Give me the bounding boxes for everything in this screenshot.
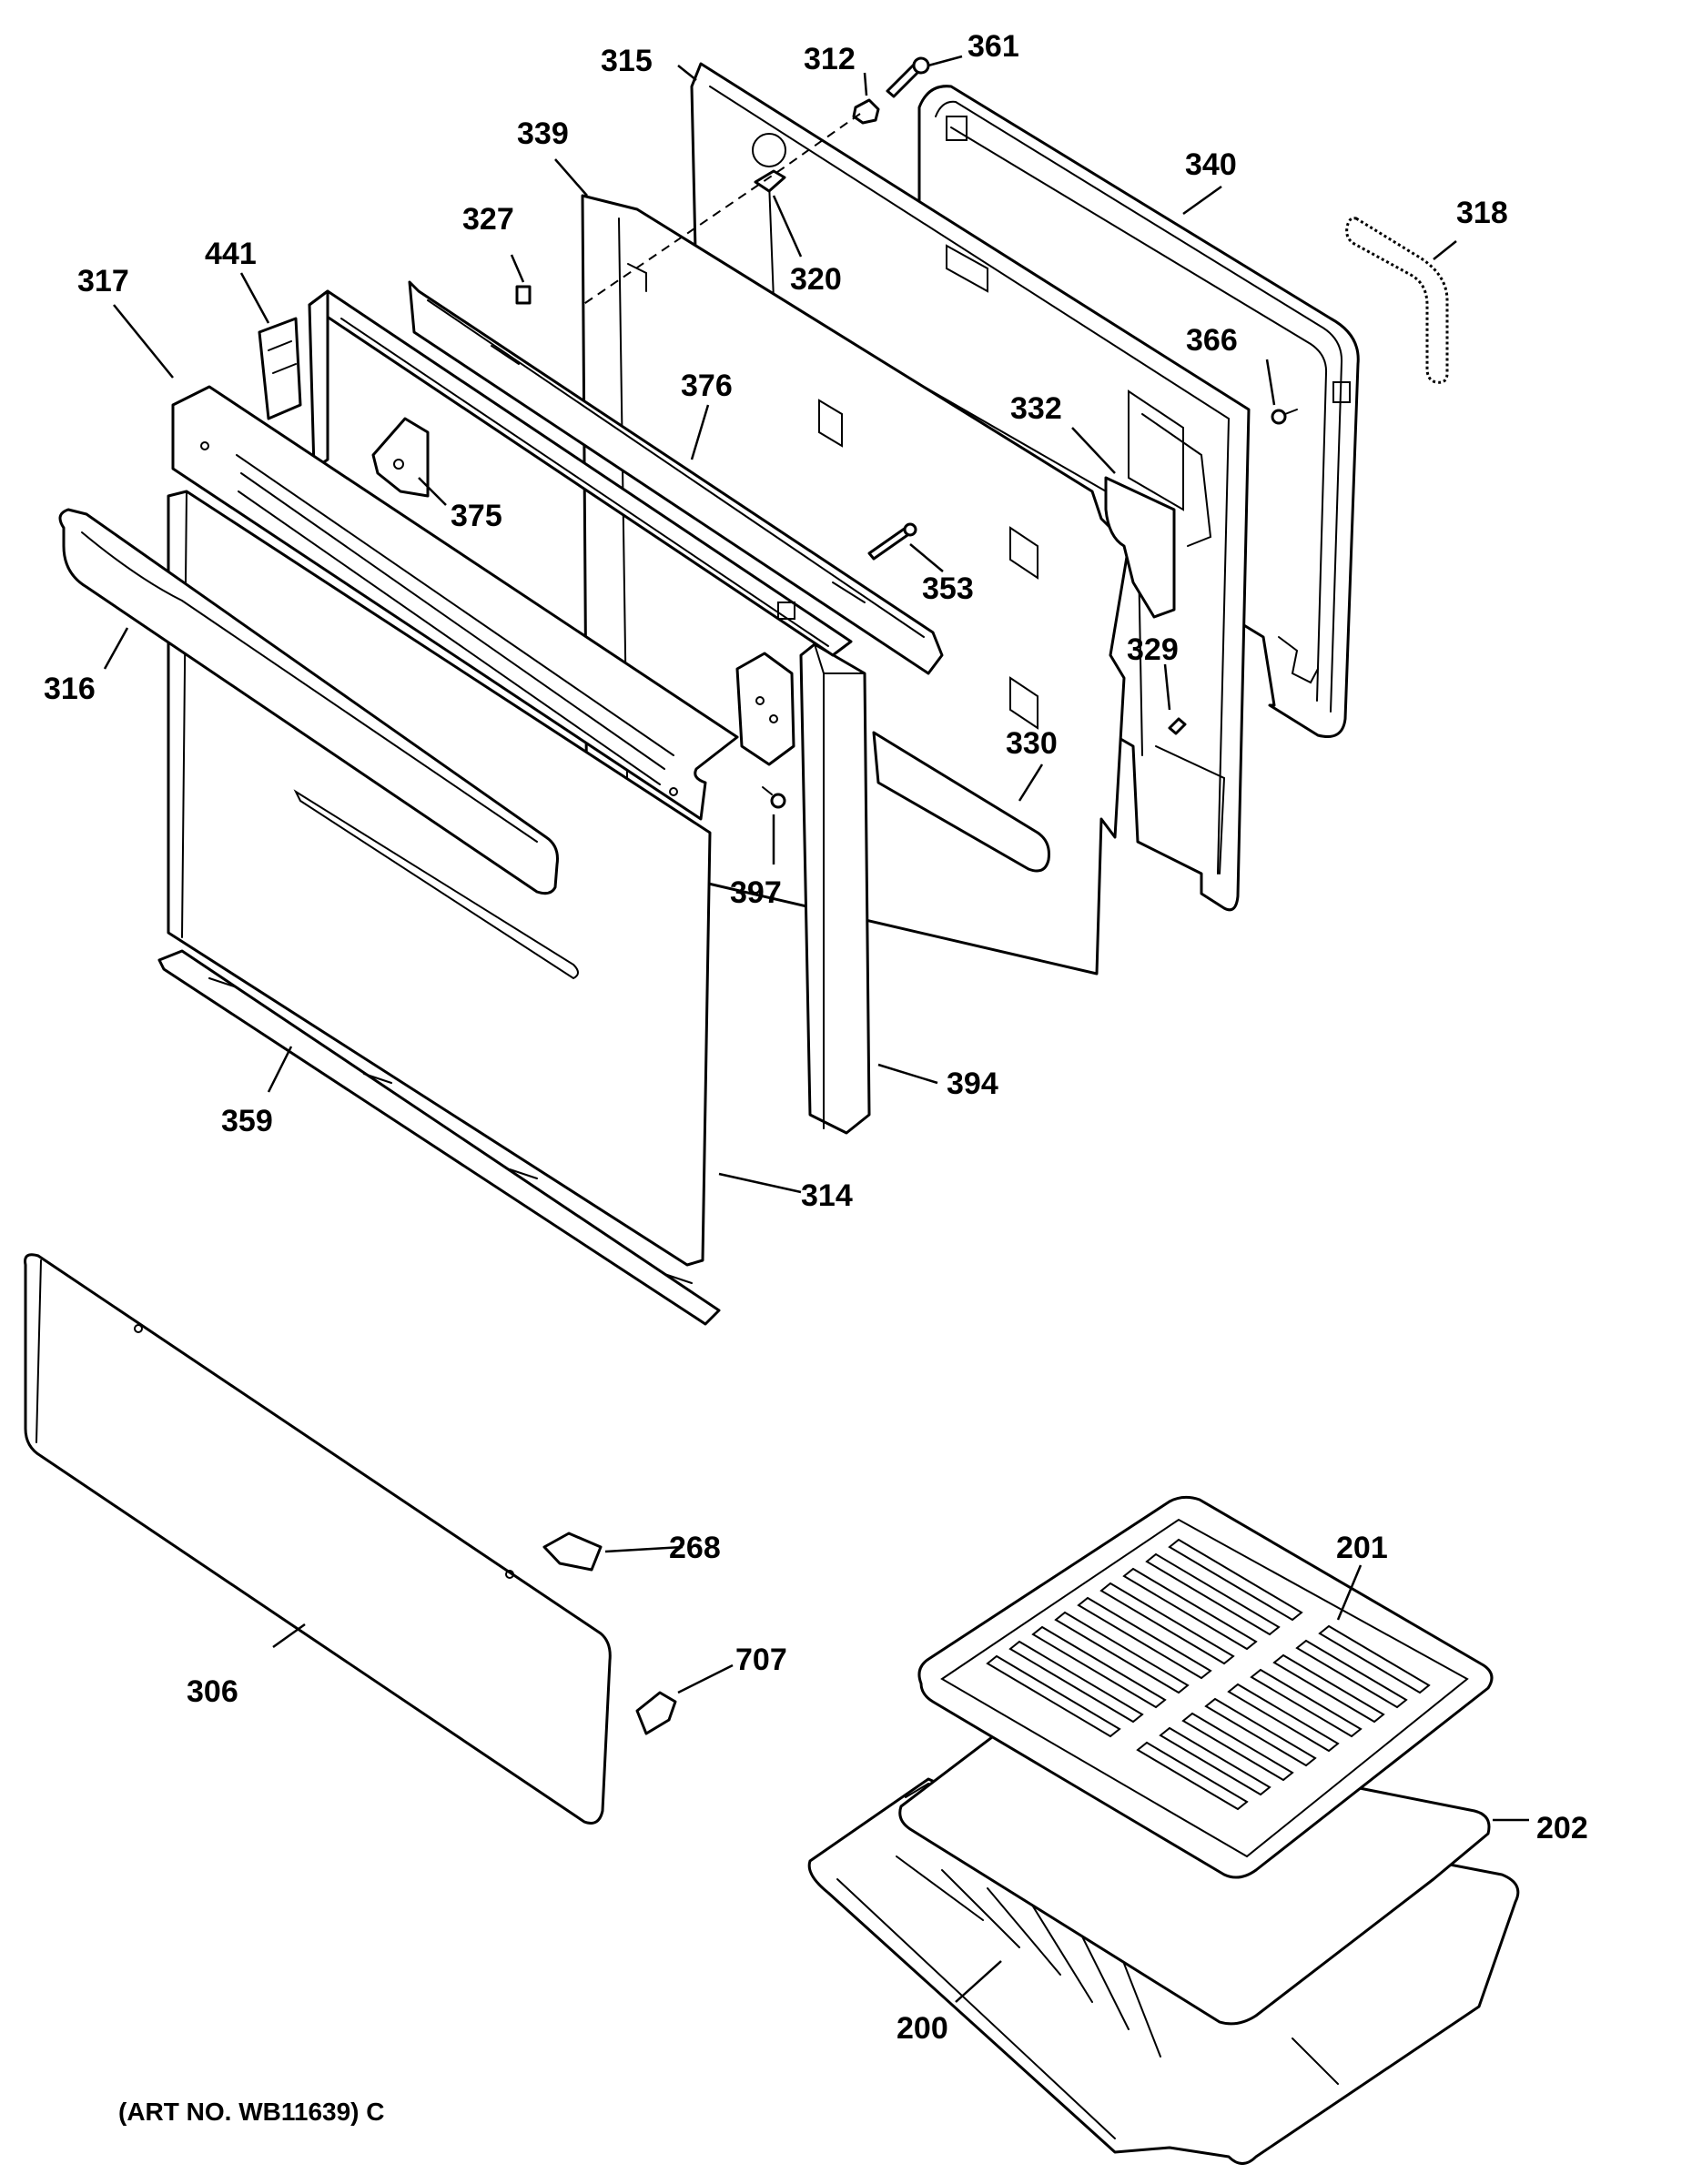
- label-314: 314: [801, 1178, 853, 1213]
- label-327: 327: [462, 202, 514, 237]
- part-268-clip: [542, 1532, 603, 1572]
- label-200: 200: [897, 2011, 948, 2046]
- label-318: 318: [1456, 196, 1508, 230]
- label-315: 315: [601, 44, 653, 78]
- part-hinge-bracket-right: [735, 652, 795, 766]
- label-330: 330: [1006, 726, 1058, 761]
- part-320-stud: [754, 169, 786, 193]
- part-327-clip: [515, 285, 532, 305]
- part-707-latch: [635, 1691, 677, 1735]
- label-316: 316: [44, 672, 96, 706]
- label-268: 268: [669, 1531, 721, 1565]
- label-707: 707: [735, 1643, 787, 1677]
- part-376-side-channel: [408, 280, 944, 675]
- part-317-door-frame: [308, 289, 853, 657]
- label-312: 312: [804, 42, 856, 76]
- broiler-insert-ribs: [986, 1538, 1431, 1811]
- label-359: 359: [221, 1104, 273, 1138]
- label-329: 329: [1127, 632, 1179, 667]
- art-number: (ART NO. WB11639) C: [118, 2098, 385, 2126]
- part-318-door-gasket: [1345, 217, 1449, 384]
- part-labels: 315 312 361 339 340 327 320 318 441 317 …: [44, 29, 1588, 2126]
- part-317-front-vent-strip: [171, 385, 739, 821]
- part-316-door-handle: [58, 508, 559, 895]
- part-332-door-bracket: [1104, 413, 1212, 619]
- part-359-bottom-trim: [157, 949, 721, 1326]
- part-361-screw: [886, 56, 930, 98]
- label-332: 332: [1010, 391, 1062, 426]
- part-330-lower-flange: [872, 731, 1050, 873]
- part-375-mount-bracket: [371, 417, 430, 498]
- assembly-line: [582, 113, 861, 306]
- label-394: 394: [947, 1067, 998, 1101]
- label-306: 306: [187, 1674, 238, 1709]
- part-397-screw: [762, 786, 786, 809]
- label-317: 317: [77, 264, 129, 298]
- part-441-hinge-bracket: [258, 317, 302, 420]
- label-202: 202: [1536, 1811, 1588, 1845]
- label-366: 366: [1186, 323, 1238, 358]
- label-353: 353: [922, 571, 974, 606]
- part-329-screw: [1168, 717, 1187, 735]
- part-394-vertical-post: [799, 642, 871, 1135]
- label-320: 320: [790, 262, 842, 297]
- label-397: 397: [730, 875, 782, 910]
- label-375: 375: [451, 499, 502, 533]
- part-353-pin: [867, 522, 917, 561]
- label-376: 376: [681, 369, 733, 403]
- part-312-nut: [852, 98, 880, 125]
- leader-lines: [103, 55, 1529, 2003]
- label-361: 361: [968, 29, 1019, 64]
- label-441: 441: [205, 237, 257, 271]
- label-340: 340: [1185, 147, 1237, 182]
- label-201: 201: [1336, 1531, 1388, 1565]
- part-366-screw: [1271, 409, 1298, 425]
- part-306-drawer-panel: [24, 1253, 612, 1825]
- label-339: 339: [517, 116, 569, 151]
